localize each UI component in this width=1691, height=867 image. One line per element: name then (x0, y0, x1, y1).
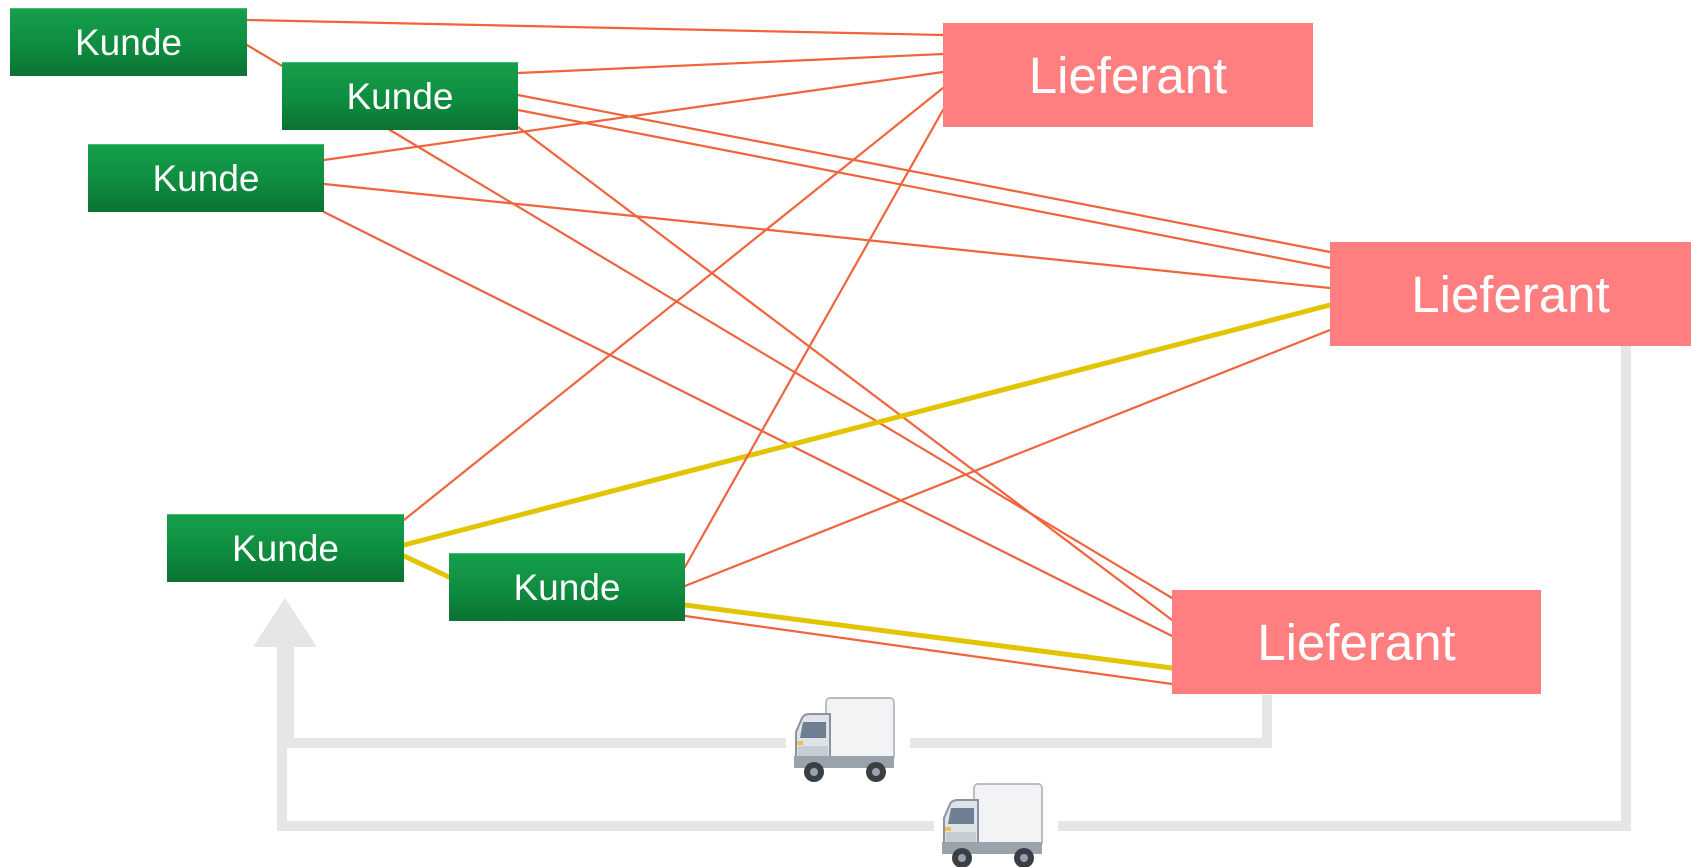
connection-line-k3-l2-6 (322, 182, 1332, 290)
kunde-node-3: Kunde (88, 144, 324, 212)
lieferant-label: Lieferant (1028, 46, 1228, 104)
kunde-label: Kunde (152, 157, 260, 199)
connection-line-k3-l3-7 (322, 210, 1174, 638)
connection-line-k5-l1-11 (683, 108, 945, 569)
connection-line-k2-l3-4 (516, 125, 1174, 622)
delivery-truck-icon (786, 690, 910, 794)
connection-line-k2-l2-3 (516, 93, 1332, 254)
kunde-label: Kunde (513, 566, 621, 608)
kunde-label: Kunde (232, 527, 339, 569)
highlight-line-k4-l2-9 (401, 302, 1333, 548)
kunde-node-1: Kunde (10, 8, 247, 76)
delivery-path-1 (284, 628, 1272, 748)
connection-line-k4-l1-8 (402, 86, 945, 522)
delivery-arrowhead (253, 598, 317, 647)
connection-line-kunde2-lieferant3b (398, 134, 1174, 600)
kunde-node-5: Kunde (449, 553, 685, 621)
highlight-line-k4-k5-10 (401, 553, 452, 580)
delivery-truck-icon (934, 776, 1058, 867)
connection-line-k3-l1-5 (322, 70, 945, 162)
connection-line-k5-l2-12 (683, 328, 1332, 588)
highlight-line-k5-l3-13 (682, 602, 1175, 671)
lieferant-label: Lieferant (1257, 613, 1456, 671)
delivery-trucks (786, 690, 1058, 867)
connection-line-k1-l1-0 (245, 18, 945, 37)
kunde-node-4: Kunde (167, 514, 404, 582)
connection-lines (245, 18, 1333, 686)
connection-line-kunde2-lieferant2b (516, 108, 1332, 270)
lieferant-node-3: Lieferant (1172, 590, 1541, 694)
lieferant-node-2: Lieferant (1330, 242, 1691, 346)
lieferant-node-1: Lieferant (943, 23, 1313, 127)
connection-line-k2-l1-2 (516, 52, 945, 75)
kunde-node-2: Kunde (282, 62, 518, 130)
connection-line-k5-l3-14 (683, 614, 1174, 686)
lieferant-label: Lieferant (1411, 265, 1610, 323)
kunde-label: Kunde (75, 21, 182, 63)
kunde-label: Kunde (346, 75, 454, 117)
